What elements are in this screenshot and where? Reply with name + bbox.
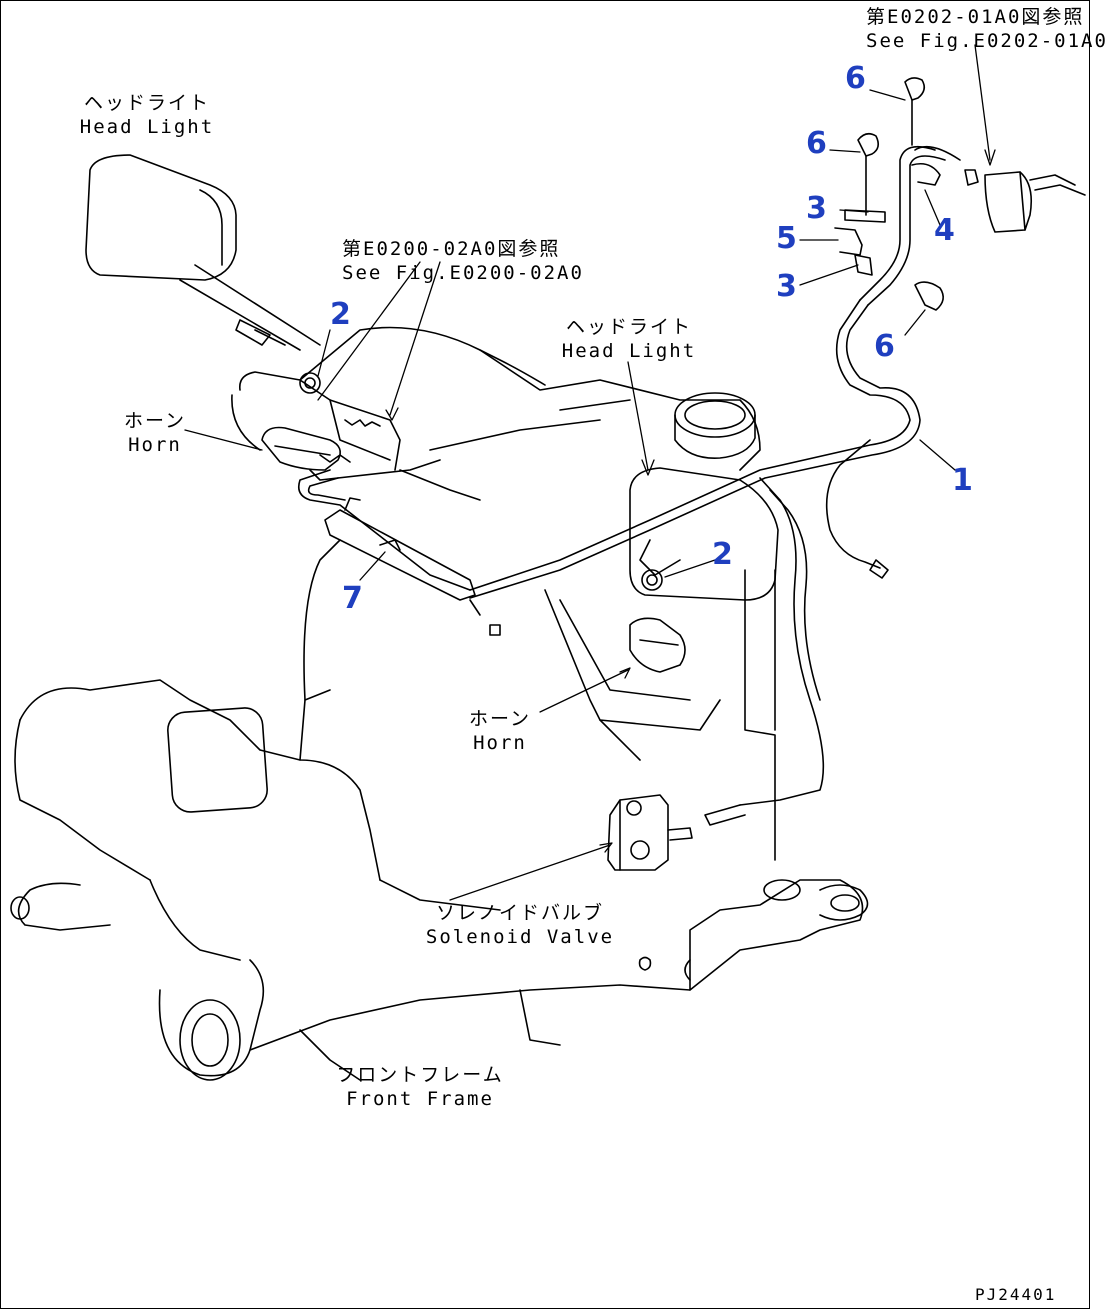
front-frame-label-en: Front Frame: [346, 1088, 494, 1110]
drawing-code: PJ24401: [975, 1285, 1057, 1304]
callout-6-mid: 6: [806, 126, 827, 161]
frame-plate: [299, 326, 761, 501]
ref-label-mid-en: See Fig.E0200-02A0: [342, 262, 584, 284]
horn-left: [231, 371, 341, 471]
callout-4: 4: [934, 213, 955, 248]
ref-label-top-jp: 第E0202-01A0図参照: [866, 6, 1085, 28]
wiring-harness: [297, 145, 961, 826]
solenoid-label-en: Solenoid Valve: [425, 926, 615, 948]
head-light-left-label-jp: ヘッドライト: [83, 92, 210, 114]
leader-lines: [184, 44, 996, 901]
callout-5: 5: [776, 221, 797, 256]
horn-left-label-jp: ホーン: [123, 410, 187, 432]
ref-label-mid-jp: 第E0200-02A0図参照: [342, 238, 561, 260]
callout-3-upper: 3: [806, 191, 827, 226]
callout-2-left: 2: [330, 297, 351, 332]
horn-left-label-en: Horn: [128, 434, 182, 456]
head-light-left: [85, 154, 321, 351]
solenoid-label-jp: ソレノイドバルブ: [435, 902, 604, 924]
ref-label-top-en: See Fig.E0202-01A0: [866, 30, 1108, 52]
clamp-assembly: [834, 77, 1086, 311]
front-frame-label-jp: フロントフレーム: [336, 1064, 504, 1086]
front-frame: [10, 539, 869, 1081]
callout-7: 7: [342, 581, 363, 616]
callout-3-lower: 3: [776, 269, 797, 304]
frame-column: [544, 569, 776, 861]
solenoid-valve: [607, 794, 693, 871]
harness-clip: [324, 497, 501, 636]
callout-1: 1: [952, 463, 973, 498]
head-light-right-label-jp: ヘッドライト: [565, 316, 692, 338]
horn-right-label-en: Horn: [473, 732, 527, 754]
head-light-right: [629, 467, 779, 673]
head-light-right-label-en: Head Light: [561, 340, 697, 362]
head-light-left-label-en: Head Light: [79, 116, 215, 138]
callout-6-top: 6: [845, 61, 866, 96]
callout-2-right: 2: [712, 537, 733, 572]
callout-6-lower: 6: [874, 329, 895, 364]
horn-right-label-jp: ホーン: [468, 708, 532, 730]
